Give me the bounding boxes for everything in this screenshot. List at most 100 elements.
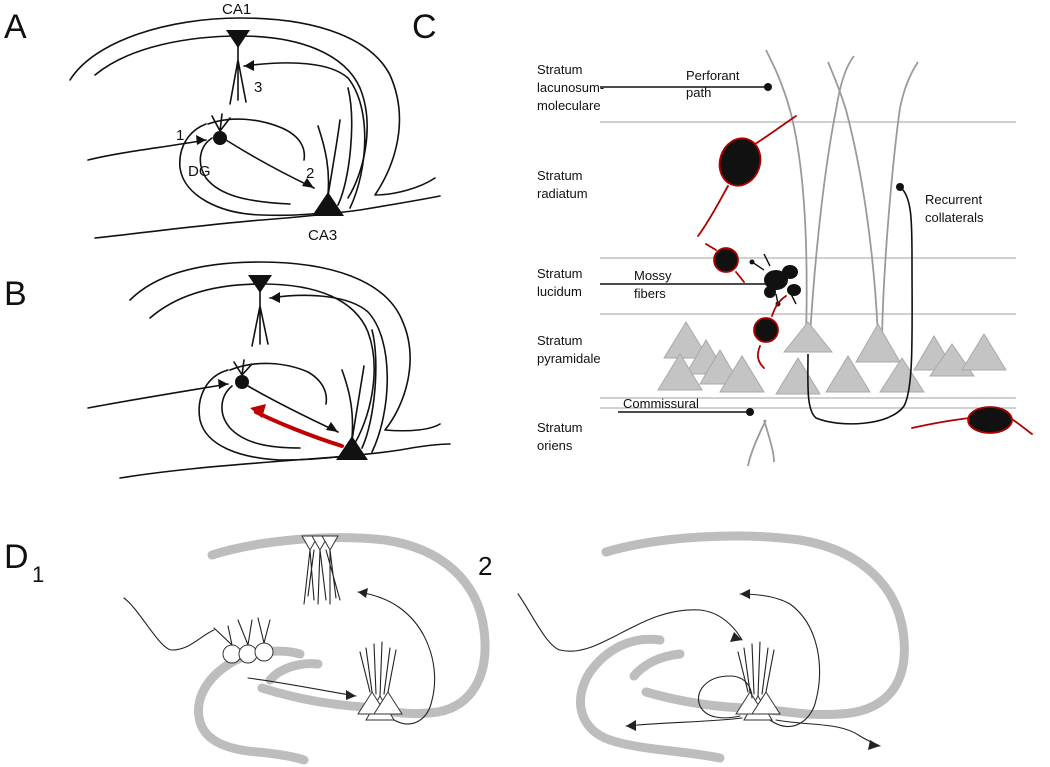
- perforant-path-label: Perforant path: [686, 68, 743, 100]
- panel-letter-d: D: [4, 538, 29, 576]
- panel-a-step-2: 2: [306, 165, 314, 182]
- panel-a-ca1-neuron: [226, 30, 250, 48]
- panel-a-ca1-label: CA1: [222, 1, 251, 18]
- panel-b-ca1-neuron: [248, 275, 272, 293]
- panel-a-dg-label: DG: [188, 163, 211, 180]
- panel-b-bottom-contour: [119, 443, 451, 479]
- panel-b-dg-outer: [198, 369, 346, 461]
- d1-schaffer-fiber: [357, 591, 436, 725]
- perforant-path-terminal: [764, 83, 772, 91]
- d2-dg-outer-band: [576, 634, 725, 763]
- pyramidal-cell: [719, 355, 765, 393]
- panel-d2-diagram: [517, 531, 909, 763]
- panel-a-granule-dendrites: [211, 113, 231, 132]
- panel-b-granule-dendrites: [233, 359, 253, 376]
- d1-ca3-cells: [357, 641, 403, 721]
- pyramidal-apical-dendrite: [827, 61, 879, 337]
- panel-letter-c: C: [412, 8, 437, 46]
- panel-b-schaffer-path: [269, 294, 389, 453]
- pyramidal-cell: [961, 333, 1007, 371]
- pyramidal-cell: [855, 323, 901, 363]
- interneuron: [705, 243, 745, 283]
- d1-dg-inner-band: [265, 659, 323, 685]
- pyramidal-cell: [663, 321, 709, 359]
- panel-a-path-2: [225, 139, 315, 189]
- pyramidal-cell: [657, 353, 703, 391]
- panel-d-sub-2: 2: [478, 551, 492, 581]
- panel-letter-a: A: [4, 8, 27, 46]
- interneuron: [697, 115, 797, 237]
- panel-a-step-3: 3: [254, 79, 262, 96]
- panel-a-dg-hilus: [207, 118, 306, 161]
- d1-mossy-arrowhead: [346, 690, 356, 700]
- interneuron: [911, 406, 1033, 435]
- panel-b-granule-cell: [235, 375, 249, 389]
- panel-d-sub-1: 1: [32, 562, 44, 587]
- panel-a-diagram: CA1 DG CA3 1 2 3: [69, 1, 441, 244]
- panel-b-perforant-path: [87, 383, 229, 409]
- panel-a-step-1: 1: [176, 127, 184, 144]
- panel-b-ca3-dendrites: [341, 329, 377, 449]
- recurrent-collateral-terminal: [896, 183, 904, 191]
- panel-b-diagram: [87, 261, 451, 479]
- panel-b-inner-contour: [149, 283, 375, 449]
- panel-a-path-1-arrowhead: [196, 135, 206, 145]
- panel-a-path-1: [87, 139, 207, 161]
- panel-a-path-2-arrowhead: [302, 178, 314, 188]
- d2-commissural-out-right: [775, 719, 881, 747]
- panel-a-ca3-dendrites: [317, 87, 353, 206]
- d1-perforant-input: [123, 597, 215, 651]
- pyramidal-basal-dendrite: [747, 419, 775, 467]
- d1-granule-cells: [213, 617, 274, 664]
- mossy-fibers-label: Mossy fibers: [634, 268, 675, 301]
- layer-label-oriens: Stratum oriens: [537, 420, 586, 453]
- commissural-label: Commissural: [623, 396, 699, 411]
- pyramidal-cell-layer: [657, 321, 1007, 395]
- panel-b-dg-inner: [221, 385, 301, 449]
- panel-a-outer-contour: [69, 17, 436, 196]
- panel-b-backprojection-arrowhead: [250, 404, 266, 418]
- d2-recurrent-arrowhead: [740, 589, 750, 599]
- interneuron: [753, 295, 787, 369]
- recurrent-collaterals-label: Recurrent collaterals: [925, 192, 986, 225]
- panel-a-path-3: [243, 62, 366, 209]
- recurrent-collateral-axon: [807, 186, 913, 425]
- layer-label-pyramidale: Stratum pyramidale: [537, 333, 601, 366]
- panel-b-schaffer-arrowhead: [270, 292, 280, 303]
- panel-b-ca1-dendrites: [251, 291, 269, 347]
- layer-label-lucidum: Stratum lucidum: [537, 266, 586, 299]
- panel-b-ca3-neuron: [336, 436, 368, 460]
- panel-a-ca3-label: CA3: [308, 227, 337, 244]
- pyramidal-cell: [825, 355, 871, 393]
- pyramidal-apical-dendrite: [765, 49, 808, 337]
- d2-perforant-arrowhead: [730, 632, 742, 642]
- pyramidal-apical-dendrite: [881, 61, 919, 337]
- d2-commissural-out-left: [625, 717, 743, 727]
- d1-ca1-cells: [301, 535, 341, 605]
- d2-ca3-cells: [735, 641, 781, 721]
- pyramidal-cell: [879, 357, 925, 393]
- panel-a-ca1-dendrites: [229, 45, 247, 105]
- panel-b-mossy-arrowhead: [326, 422, 338, 432]
- d2-dg-inner-band: [629, 649, 685, 681]
- panel-d1-diagram: [123, 533, 490, 765]
- panel-a-granule-cell: [213, 131, 227, 145]
- d2-commissural-left-arrowhead: [626, 720, 636, 731]
- d2-ca-band: [601, 531, 909, 720]
- pyramidal-apical-dendrite: [809, 55, 855, 337]
- panel-a-path-3-arrowhead: [244, 60, 254, 71]
- panel-letter-b: B: [4, 275, 27, 313]
- panel-a-ca3-neuron: [312, 192, 344, 216]
- d1-ca-band: [207, 533, 490, 719]
- panel-a-dg-inner: [199, 137, 291, 205]
- d2-commissural-right-arrowhead: [868, 740, 880, 750]
- d2-perforant-input: [517, 593, 743, 652]
- mossy-fiber-bouton: [749, 253, 801, 307]
- d1-schaffer-arrowhead: [358, 588, 368, 598]
- layer-label-lacunosum-moleculare: Stratum lacunosum- moleculare: [537, 62, 608, 113]
- pyramidal-cell: [775, 357, 821, 395]
- panel-b-outer-contour: [129, 261, 441, 432]
- panel-a-inner-contour: [94, 35, 368, 199]
- commissural-terminal: [746, 408, 754, 416]
